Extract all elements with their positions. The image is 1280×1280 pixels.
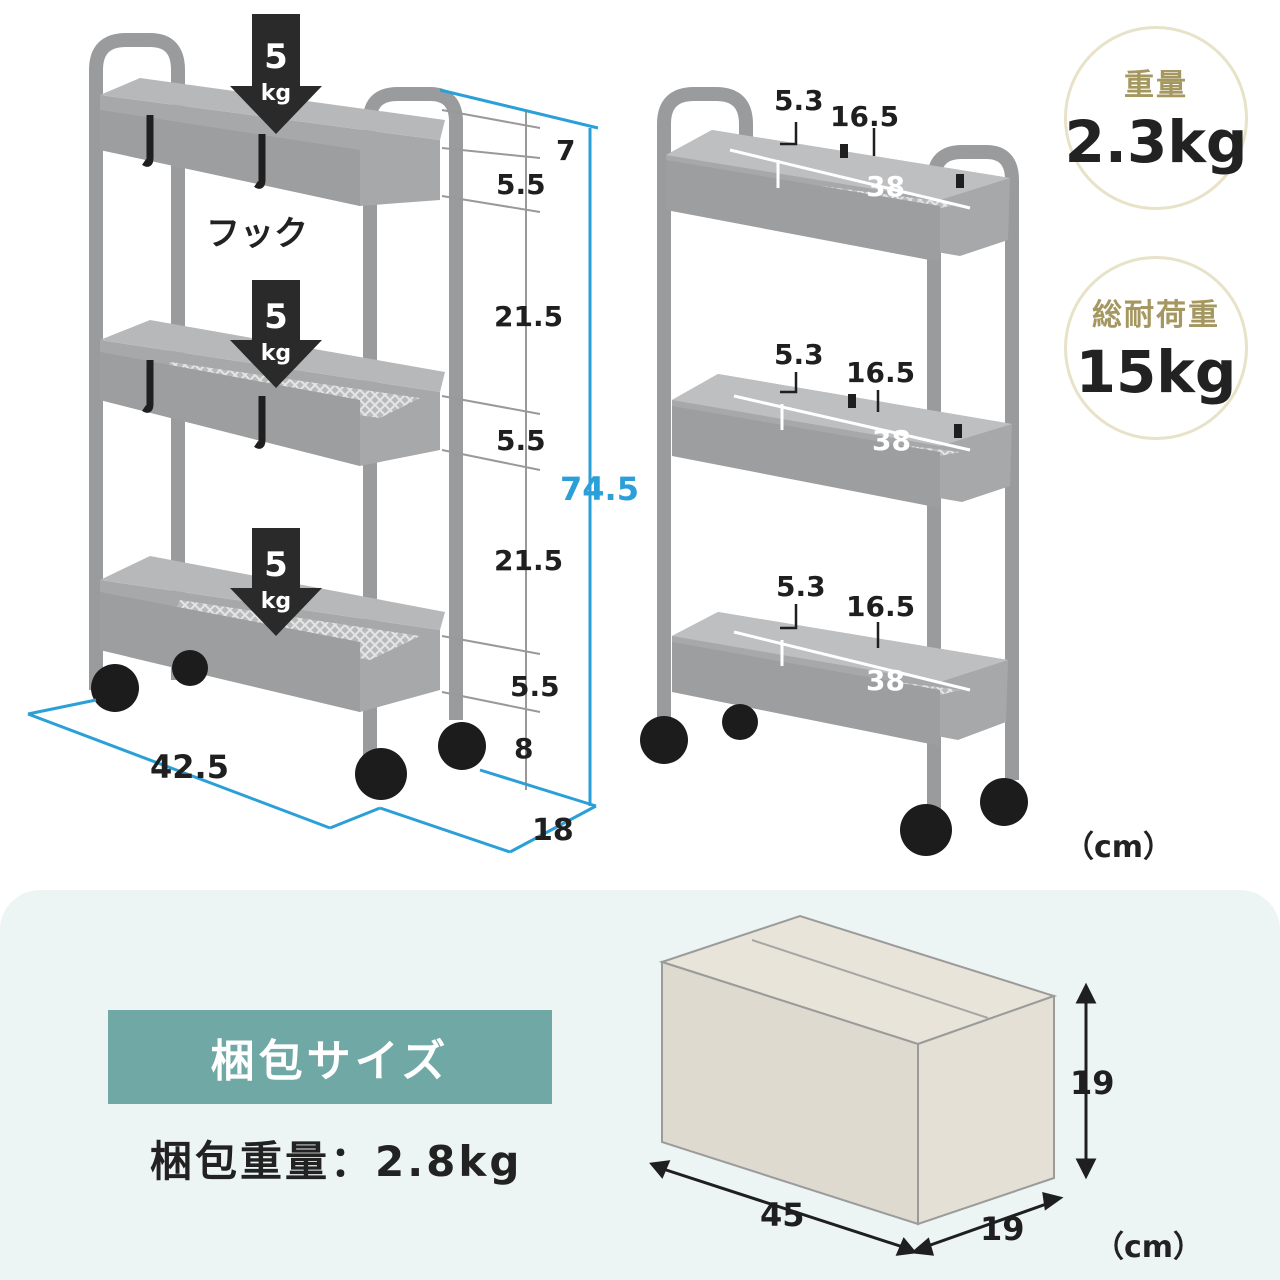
height-seg-6: 5.5 <box>510 670 560 703</box>
load-value: 15kg <box>1075 338 1237 406</box>
tier2-c: 38 <box>872 424 911 457</box>
weight-label: 重量 <box>1124 68 1188 103</box>
package-weight: 梱包重量：2.8kg <box>150 1137 523 1186</box>
load-unit-bottom: kg <box>261 589 291 614</box>
tier3-c: 38 <box>866 664 905 697</box>
package-title: 梱包サイズ <box>108 1010 552 1104</box>
tier3-a: 5.3 <box>776 570 826 603</box>
height-seg-2: 5.5 <box>496 168 546 201</box>
cart-unit-label: （cm） <box>1064 830 1174 865</box>
blue-dimension-lines <box>27 88 599 854</box>
height-dimensions <box>441 109 541 790</box>
left-cart <box>89 33 486 800</box>
package-unit-label: （cm） <box>1094 1230 1204 1265</box>
load-unit-middle: kg <box>261 341 291 366</box>
height-seg-3: 21.5 <box>494 300 563 333</box>
hook-label: フック <box>206 214 308 254</box>
height-seg-5: 21.5 <box>494 544 563 577</box>
load-badge: 総耐荷重 15kg <box>1064 256 1248 440</box>
tier1-b: 16.5 <box>830 100 899 133</box>
tier2-a: 5.3 <box>774 338 824 371</box>
height-seg-1: 7 <box>556 134 575 167</box>
depth-label: 18 <box>532 813 574 848</box>
weight-badge: 重量 2.3kg <box>1064 26 1248 210</box>
height-seg-4: 5.5 <box>496 424 546 457</box>
load-label: 総耐荷重 <box>1092 298 1220 333</box>
tier2-b: 16.5 <box>846 356 915 389</box>
weight-value: 2.3kg <box>1064 108 1248 176</box>
load-value-middle: 5 <box>264 297 288 337</box>
load-arrow-top: 5 kg <box>230 14 322 134</box>
tier1-a: 5.3 <box>774 84 824 117</box>
tier3-b: 16.5 <box>846 590 915 623</box>
load-value-bottom: 5 <box>264 545 288 585</box>
load-value-top: 5 <box>264 37 288 77</box>
total-height-label: 74.5 <box>560 470 639 508</box>
right-cart-leaders <box>780 122 880 648</box>
load-arrow-middle: 5 kg <box>230 280 322 388</box>
height-labels: 7 5.5 21.5 5.5 21.5 5.5 8 <box>494 134 575 765</box>
width-label: 42.5 <box>150 748 229 786</box>
load-arrow-bottom: 5 kg <box>230 528 322 636</box>
height-seg-7: 8 <box>514 732 533 765</box>
right-cart <box>640 87 1028 856</box>
right-cart-labels: 5.3 16.5 38 5.3 16.5 38 5.3 16.5 38 <box>774 84 915 697</box>
load-unit-top: kg <box>261 81 291 106</box>
tier1-c: 38 <box>866 170 905 203</box>
